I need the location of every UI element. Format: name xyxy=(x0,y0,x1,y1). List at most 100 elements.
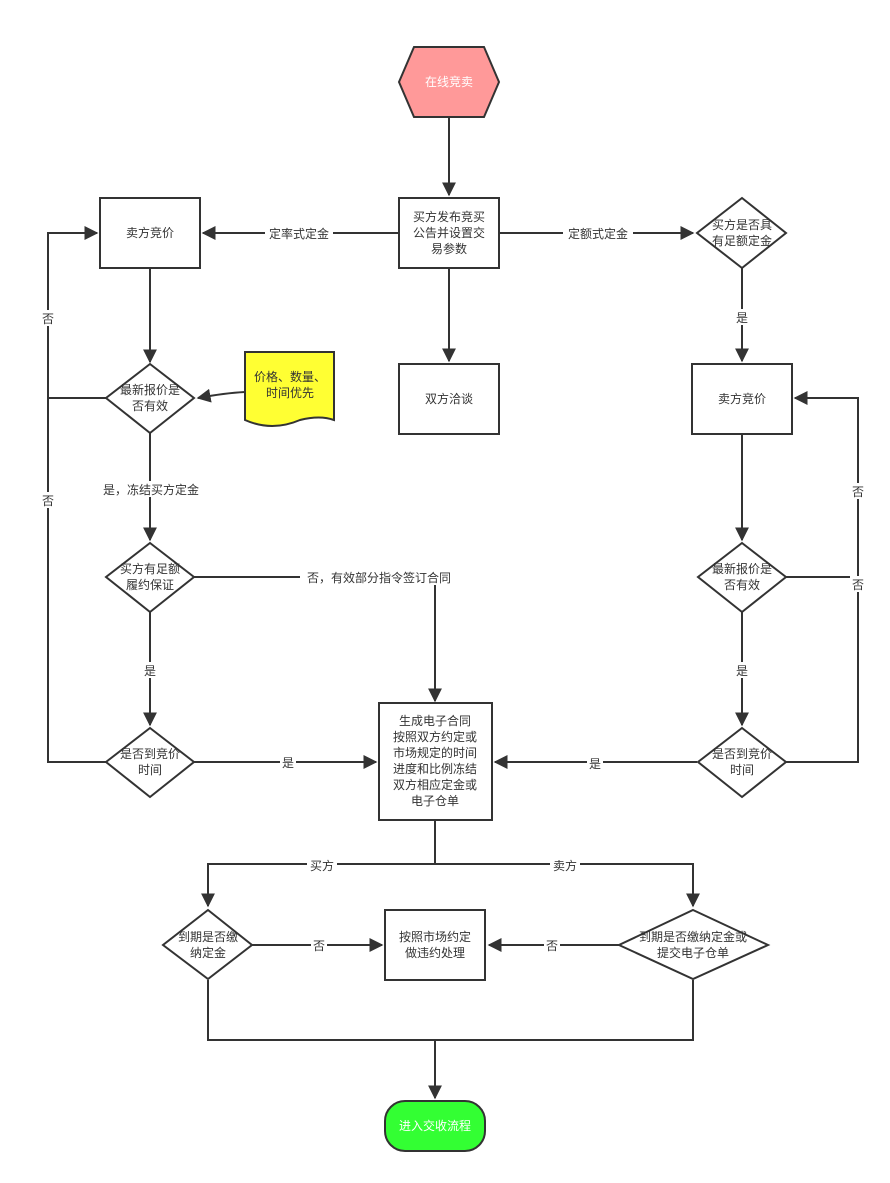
node-label-line: 卖方竞价 xyxy=(718,391,766,406)
edge-label-rate-deposit: 定率式定金 xyxy=(269,226,329,241)
node-label-line: 到期是否缴 xyxy=(178,929,238,944)
edge-label-left-no-2: 否 xyxy=(42,494,54,508)
node-label-line: 按照市场约定 xyxy=(399,929,471,944)
edge-left-valid-no-loop xyxy=(47,226,106,399)
node-label-line: 价格、数量、 xyxy=(254,369,326,384)
seller-due-diamond xyxy=(616,908,771,981)
edge-label-fixed-deposit: 定额式定金 xyxy=(568,226,628,241)
node-label-line: 卖方竞价 xyxy=(126,225,174,240)
right-time-diamond xyxy=(696,726,788,799)
left-guarantee-node[interactable]: 买方有足额履约保证 xyxy=(104,541,196,614)
right-valid-node-label: 最新报价是否有效 xyxy=(712,561,772,592)
edge-label-left-yes-3: 是 xyxy=(282,756,294,770)
right-bid-node[interactable]: 卖方竞价 xyxy=(691,363,793,435)
left-guarantee-diamond xyxy=(104,541,196,614)
node-label-line: 有足额定金 xyxy=(712,233,772,248)
seller-due-node[interactable]: 到期是否缴纳定金或提交电子仓单 xyxy=(616,908,771,981)
node-label-line: 提交电子仓单 xyxy=(657,945,729,960)
node-label-line: 双方洽谈 xyxy=(425,391,473,406)
node-label-line: 否有效 xyxy=(132,398,168,413)
left-valid-node-label: 最新报价是否有效 xyxy=(120,382,180,413)
node-label-line: 双方相应定金或 xyxy=(393,777,477,792)
node-label-line: 最新报价是 xyxy=(712,561,772,576)
edge-label-buyer-no: 否 xyxy=(313,939,325,953)
start-node-label: 在线竞卖 xyxy=(425,75,473,89)
node-label-line: 进入交收流程 xyxy=(399,1118,471,1133)
start-node[interactable]: 在线竞卖 xyxy=(397,46,501,118)
edge-labels: 定率式定金 定额式定金 是 否 否 是，冻结买方定金 否，有效部分指令签订合同 … xyxy=(40,225,866,953)
default-node-label: 按照市场约定做违约处理 xyxy=(399,929,471,960)
edge-label-right-yes-3: 是 xyxy=(589,757,601,771)
left-time-node-label: 是否到竞价时间 xyxy=(120,747,180,777)
edge-contract-to-seller xyxy=(435,863,700,908)
buyer-due-node-label: 到期是否缴纳定金 xyxy=(178,929,238,960)
node-label-line: 买方是否具 xyxy=(712,217,772,232)
left-time-node[interactable]: 是否到竞价时间 xyxy=(104,726,196,799)
node-label-line: 买方发布竞买 xyxy=(413,209,485,224)
seller-due-node-label: 到期是否缴纳定金或提交电子仓单 xyxy=(639,929,747,960)
end-node[interactable]: 进入交收流程 xyxy=(384,1100,486,1152)
node-label-line: 公告并设置交 xyxy=(413,225,485,240)
right-valid-node[interactable]: 最新报价是否有效 xyxy=(696,541,788,614)
edge-label-right-yes-1: 是 xyxy=(736,311,748,325)
node-label-line: 做违约处理 xyxy=(405,945,465,960)
left-bid-node-label: 卖方竞价 xyxy=(126,225,174,240)
start-hexagon xyxy=(397,46,501,118)
edge-label-right-no-2: 否 xyxy=(852,578,864,592)
left-valid-diamond xyxy=(104,362,196,435)
node-label-line: 市场规定的时间 xyxy=(393,745,477,760)
edge-label-left-yes-2: 是 xyxy=(144,664,156,678)
contract-box xyxy=(378,702,493,821)
edge-note-to-left-valid xyxy=(196,388,246,403)
node-label-line: 是否到竞价 xyxy=(120,747,180,761)
publish-node-label: 买方发布竞买公告并设置交易参数 xyxy=(413,209,485,256)
end-node-label: 进入交收流程 xyxy=(399,1118,471,1133)
right-time-node-label: 是否到竞价时间 xyxy=(712,747,772,777)
node-label-line: 生成电子合同 xyxy=(399,713,471,728)
left-valid-node[interactable]: 最新报价是否有效 xyxy=(104,362,196,435)
note-document-shape xyxy=(244,351,335,427)
edge-label-seller: 卖方 xyxy=(553,858,577,873)
right-check-deposit-diamond xyxy=(695,196,788,270)
node-label-line: 纳定金 xyxy=(190,945,226,960)
left-time-diamond xyxy=(104,726,196,799)
edge-label-left-yes-freeze: 是，冻结买方定金 xyxy=(103,482,199,497)
right-valid-diamond xyxy=(696,541,788,614)
edge-label-left-no-partial: 否，有效部分指令签订合同 xyxy=(307,570,451,585)
left-bid-box xyxy=(99,197,201,269)
nodes: 在线竞卖 买方发布竞买公告并设置交易参数 卖方竞价 买方是否具有足额定金 双方洽… xyxy=(99,46,793,1152)
node-label-line: 进度和比例冻结 xyxy=(393,761,477,776)
default-node[interactable]: 按照市场约定做违约处理 xyxy=(384,909,486,981)
buyer-due-node[interactable]: 到期是否缴纳定金 xyxy=(161,908,254,981)
contract-node-label: 生成电子合同按照双方约定或市场规定的时间进度和比例冻结双方相应定金或电子仓单 xyxy=(393,713,477,808)
node-label-line: 易参数 xyxy=(431,241,467,256)
node-label-line: 时间优先 xyxy=(266,386,314,400)
right-check-deposit-node-label: 买方是否具有足额定金 xyxy=(712,217,772,248)
contract-node[interactable]: 生成电子合同按照双方约定或市场规定的时间进度和比例冻结双方相应定金或电子仓单 xyxy=(378,702,493,821)
right-time-node[interactable]: 是否到竞价时间 xyxy=(696,726,788,799)
publish-node[interactable]: 买方发布竞买公告并设置交易参数 xyxy=(398,197,500,269)
edge-label-right-no-1: 否 xyxy=(852,485,864,499)
edge-label-right-yes-2: 是 xyxy=(736,664,748,678)
edge-guarantee-to-contract xyxy=(194,576,442,703)
negotiate-box xyxy=(398,363,500,435)
left-bid-node[interactable]: 卖方竞价 xyxy=(99,197,201,269)
right-check-deposit-node[interactable]: 买方是否具有足额定金 xyxy=(695,196,788,270)
note-node[interactable]: 价格、数量、时间优先 xyxy=(244,351,335,427)
right-bid-node-label: 卖方竞价 xyxy=(718,391,766,406)
node-label-line: 时间 xyxy=(138,763,162,777)
negotiate-node[interactable]: 双方洽谈 xyxy=(398,363,500,435)
right-bid-box xyxy=(691,363,793,435)
edge-right-valid-no-loop xyxy=(786,391,859,578)
buyer-due-diamond xyxy=(161,908,254,981)
node-label-line: 电子仓单 xyxy=(411,794,459,808)
edge-left-time-no-loop xyxy=(47,398,106,763)
default-box xyxy=(384,909,486,981)
edge-label-buyer: 买方 xyxy=(310,858,334,873)
node-label-line: 最新报价是 xyxy=(120,382,180,397)
node-label-line: 买方有足额 xyxy=(120,561,180,576)
end-terminator xyxy=(384,1100,486,1152)
node-label-line: 时间 xyxy=(730,763,754,777)
edge-label-seller-no: 否 xyxy=(546,939,558,953)
